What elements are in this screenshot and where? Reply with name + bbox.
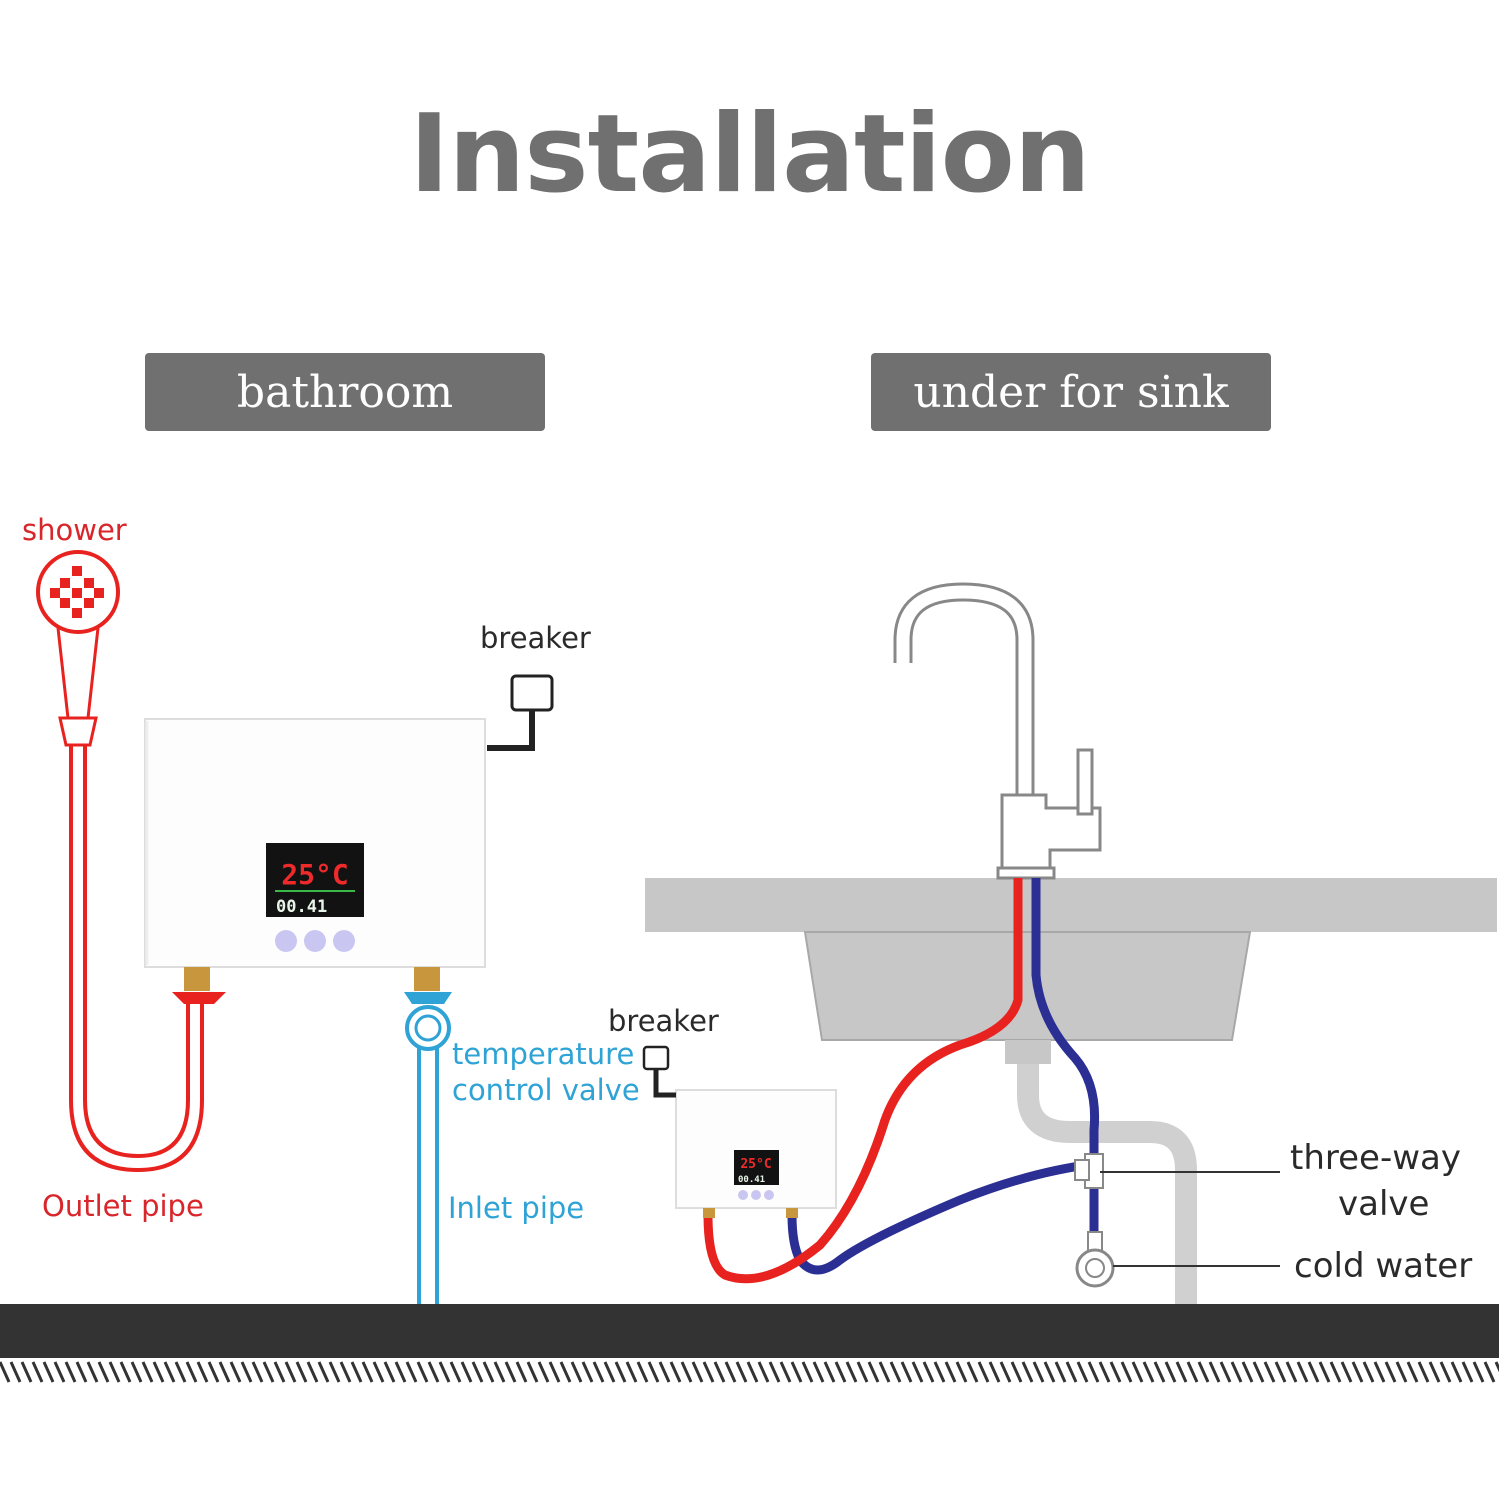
section-tag-sink: under for sink bbox=[871, 353, 1271, 431]
label-breaker: breaker bbox=[480, 621, 591, 655]
faucet-icon bbox=[893, 582, 1102, 880]
countertop bbox=[645, 878, 1497, 932]
page-title: Installation bbox=[409, 92, 1091, 217]
label-inlet-pipe: Inlet pipe bbox=[448, 1191, 585, 1225]
cold-water-pipe bbox=[1031, 878, 1100, 1260]
inlet-pipe bbox=[417, 1048, 439, 1304]
label-cold-water: cold water bbox=[1294, 1246, 1473, 1286]
label-valve: valve bbox=[1338, 1184, 1430, 1224]
svg-text:25°C: 25°C bbox=[740, 1157, 771, 1172]
label-three-way: three-way bbox=[1290, 1138, 1461, 1178]
section-tag-bathroom: bathroom bbox=[145, 353, 545, 431]
label-outlet-pipe: Outlet pipe bbox=[42, 1189, 204, 1223]
outlet-pipe bbox=[69, 745, 204, 1173]
label-temperature: temperature bbox=[452, 1037, 635, 1071]
three-way-valve-icon bbox=[1074, 1153, 1104, 1189]
water-heater-unit-small: 25°C 00.41 bbox=[675, 1089, 837, 1218]
shower-icon bbox=[36, 550, 120, 747]
breaker-icon bbox=[487, 674, 554, 751]
water-heater-unit: 25°C 00.41 bbox=[144, 718, 486, 991]
label-breaker-sink: breaker bbox=[608, 1004, 719, 1038]
svg-text:00.41: 00.41 bbox=[276, 897, 327, 917]
svg-text:00.41: 00.41 bbox=[738, 1175, 765, 1185]
label-shower: shower bbox=[22, 513, 127, 547]
cold-water-valve-icon bbox=[1075, 1248, 1115, 1288]
sink-basin bbox=[803, 931, 1252, 1041]
floor bbox=[0, 1304, 1499, 1358]
label-control-valve: control valve bbox=[452, 1073, 640, 1107]
hot-water-pipe bbox=[703, 878, 1023, 1284]
breaker-icon-small bbox=[642, 1045, 676, 1098]
svg-text:25°C: 25°C bbox=[281, 858, 348, 891]
lcd-display bbox=[266, 843, 364, 917]
